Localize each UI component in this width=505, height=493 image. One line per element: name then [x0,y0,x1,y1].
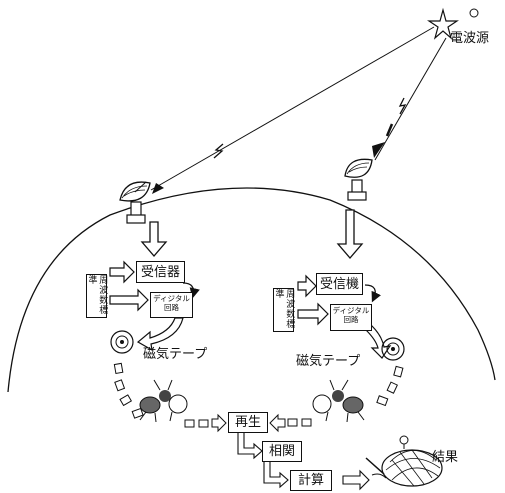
down-arrow-icon [140,221,168,257]
right-arrow-icon [297,302,329,326]
digital-circuit-line-1: ディジタル [332,306,370,315]
right-arrow-icon [297,274,317,298]
tape-path-left [113,362,209,428]
signal-arrow-left [152,183,164,194]
signal-zigzag-right [398,97,407,115]
receiver-box: 受信機 [316,273,363,295]
curve-arrow-icon [364,284,382,303]
result-figure-icon [365,435,443,487]
right-arrow-icon [211,413,227,433]
curve-arrow-icon [136,317,184,352]
tape-machine-icon [139,379,188,423]
curve-arrow-icon [182,282,200,299]
earth-outline [7,187,496,393]
radio-source-label: 電波源 [450,31,490,46]
receiver-box: 受信器 [136,261,185,283]
tape-machine-icon [312,379,365,423]
digital-circuit-box: ディジタル 回路 [330,304,372,331]
left-arrow-icon [269,413,286,433]
tape-path-right [287,365,404,427]
curve-arrow-icon [365,325,392,359]
digital-circuit-line-2: 回路 [343,314,359,324]
magnetic-tape-label: 磁気テープ [143,347,208,362]
elbow-arrow-icon [263,460,289,489]
star-icon [427,7,459,40]
digital-circuit-box: ディジタル 回路 [150,292,193,318]
source-sparkle-icon [469,8,479,18]
signal-line-left [150,26,435,191]
frequency-standard-box: 周波数標準 [86,274,107,318]
playback-box: 再生 [228,412,268,433]
frequency-standard-box: 周波数標準 [273,288,294,332]
result-label: 結果 [432,450,459,465]
signal-zigzag-left [213,143,224,159]
right-arrow-icon [109,288,149,312]
antenna-icon [119,181,151,224]
elbow-arrow-icon [237,431,263,460]
signal-dash-right [385,123,394,137]
computation-box: 計算 [290,470,332,491]
digital-circuit-line-2: 回路 [164,302,179,312]
magnetic-tape-label: 磁気テープ [296,354,361,369]
signal-arrow-right [372,142,385,158]
antenna-icon [344,158,373,201]
correlation-box: 相関 [262,441,302,462]
right-arrow-icon [342,469,370,491]
tape-reel-icon [381,337,405,361]
right-arrow-icon [109,260,135,284]
signal-line-right [374,37,447,161]
digital-circuit-line-1: ディジタル [153,294,190,303]
down-arrow-icon [336,209,364,259]
tape-reel-icon [110,330,134,354]
